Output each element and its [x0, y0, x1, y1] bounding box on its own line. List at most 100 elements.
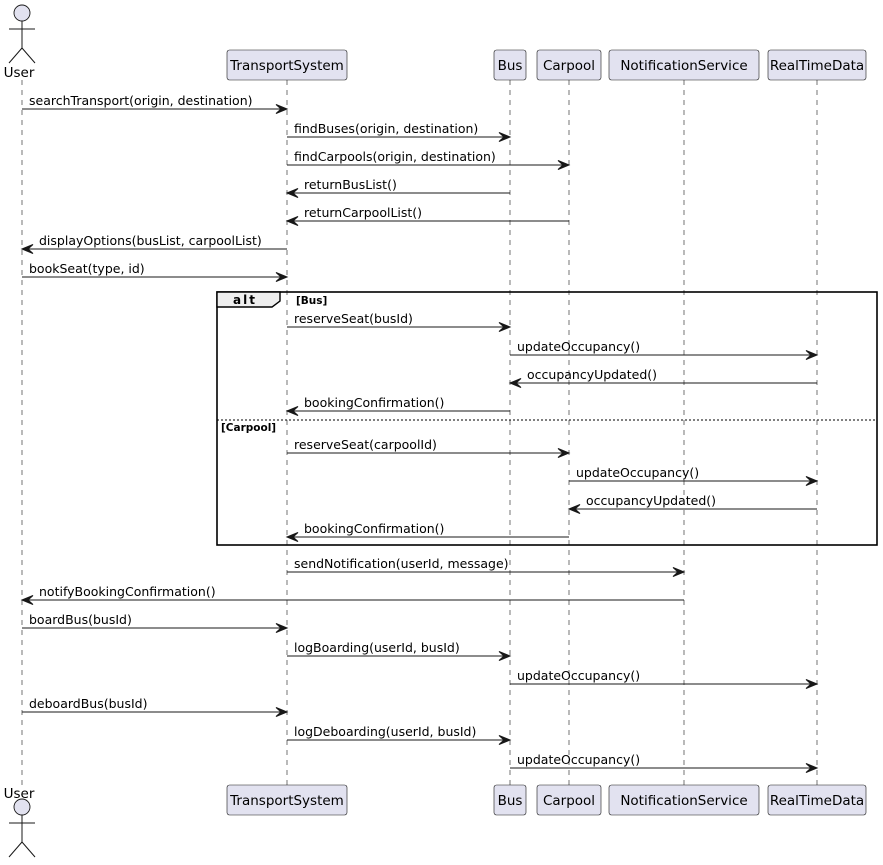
- actor-top: User: [4, 4, 36, 81]
- message-label: occupancyUpdated(): [527, 367, 657, 382]
- lifelines: [21, 80, 818, 785]
- arrowhead-icon: [805, 476, 819, 486]
- participant-label: RealTimeData: [770, 793, 864, 809]
- actor-right-leg-icon: [21, 841, 36, 858]
- participant-box: [493, 49, 527, 81]
- message-returnbuslist: returnBusList(): [285, 177, 510, 198]
- message-displayoptions-buslist-carpoollist: displayOptions(busList, carpoolList): [20, 233, 287, 254]
- message-label: updateOccupancy(): [517, 668, 640, 683]
- arrowhead-icon: [20, 244, 34, 254]
- participant-label: TransportSystem: [229, 793, 344, 809]
- participant-box: [226, 784, 348, 816]
- alt-guard-bus: [Bus]: [296, 295, 327, 307]
- message-label: logDeboarding(userId, busId): [294, 724, 476, 739]
- actor-left-leg-icon: [8, 841, 23, 858]
- arrowhead-icon: [672, 567, 686, 577]
- participant-label: TransportSystem: [229, 58, 344, 74]
- participant-box: [226, 49, 348, 81]
- arrowhead-icon: [498, 735, 512, 745]
- message-reserveseat-busid: reserveSeat(busId): [287, 311, 512, 332]
- arrowhead-icon: [20, 595, 34, 605]
- message-returncarpoollist: returnCarpoolList(): [285, 205, 569, 226]
- participant-label: NotificationService: [620, 58, 747, 74]
- message-findcarpools-origin-destination: findCarpools(origin, destination): [287, 149, 571, 170]
- actor-label-bottom: User: [4, 786, 35, 802]
- message-boardbus-busid: boardBus(busId): [22, 612, 289, 633]
- participant-carpool-top: Carpool: [536, 49, 602, 81]
- message-label: deboardBus(busId): [29, 696, 147, 711]
- participant-carpool-bottom: Carpool: [536, 784, 602, 816]
- message-label: boardBus(busId): [29, 612, 132, 627]
- message-updateoccupancy: updateOccupancy(): [510, 752, 819, 773]
- participant-box: [493, 784, 527, 816]
- arrowhead-icon: [275, 707, 289, 717]
- actor-right-leg-icon: [21, 47, 36, 64]
- message-sendnotification-userid-message: sendNotification(userId, message): [287, 556, 686, 577]
- participant-rtd-top: RealTimeData: [767, 49, 867, 81]
- participant-bus-top: Bus: [493, 49, 527, 81]
- participant-bus-bottom: Bus: [493, 784, 527, 816]
- message-label: updateOccupancy(): [576, 465, 699, 480]
- participant-label: Carpool: [543, 58, 595, 74]
- alt-fragment-frame: [216, 291, 878, 546]
- actor-head-icon: [13, 4, 31, 22]
- actor-bottom: User: [4, 786, 36, 858]
- message-label: occupancyUpdated(): [586, 493, 716, 508]
- arrowhead-icon: [498, 651, 512, 661]
- arrowhead-icon: [805, 763, 819, 773]
- participant-ns-top: NotificationService: [608, 49, 760, 81]
- message-logboarding-userid-busid: logBoarding(userId, busId): [287, 640, 512, 661]
- message-occupancyupdated: occupancyUpdated(): [508, 367, 817, 388]
- participant-ts-top: TransportSystem: [226, 49, 348, 81]
- arrowhead-icon: [805, 679, 819, 689]
- message-label: bookSeat(type, id): [29, 261, 145, 276]
- message-label: sendNotification(userId, message): [294, 556, 509, 571]
- arrowhead-icon: [557, 448, 571, 458]
- message-label: searchTransport(origin, destination): [29, 93, 253, 108]
- participant-box: [608, 49, 760, 81]
- arrowhead-icon: [498, 322, 512, 332]
- participant-rtd-bottom: RealTimeData: [767, 784, 867, 816]
- arrowhead-icon: [275, 272, 289, 282]
- participant-label: Carpool: [543, 793, 595, 809]
- participant-ns-bottom: NotificationService: [608, 784, 760, 816]
- alt-fragment-keyword: alt: [233, 293, 257, 307]
- messages: searchTransport(origin, destination) find…: [20, 93, 819, 773]
- message-label: bookingConfirmation(): [304, 521, 444, 536]
- participant-label: Bus: [498, 793, 523, 809]
- participant-label: Bus: [498, 58, 523, 74]
- arrowhead-icon: [285, 188, 299, 198]
- participant-box: [536, 784, 602, 816]
- arrowhead-icon: [567, 504, 581, 514]
- message-label: findCarpools(origin, destination): [294, 149, 496, 164]
- message-label: updateOccupancy(): [517, 339, 640, 354]
- participant-box: [767, 784, 867, 816]
- message-bookingconfirmation: bookingConfirmation(): [285, 521, 569, 542]
- arrowhead-icon: [557, 160, 571, 170]
- message-reserveseat-carpoolid: reserveSeat(carpoolId): [287, 437, 571, 458]
- message-searchtransport-origin-destination: searchTransport(origin, destination): [22, 93, 289, 114]
- participant-ts-bottom: TransportSystem: [226, 784, 348, 816]
- arrowhead-icon: [285, 216, 299, 226]
- message-label: returnCarpoolList(): [304, 205, 422, 220]
- participant-label: NotificationService: [620, 793, 747, 809]
- participant-box: [767, 49, 867, 81]
- message-updateoccupancy: updateOccupancy(): [569, 465, 819, 486]
- message-label: notifyBookingConfirmation(): [39, 584, 216, 599]
- message-label: logBoarding(userId, busId): [294, 640, 460, 655]
- alt-fragment-tab: [216, 291, 281, 308]
- arrowhead-icon: [805, 350, 819, 360]
- message-label: bookingConfirmation(): [304, 395, 444, 410]
- alt-fragment: alt [Bus] [Carpool]: [216, 291, 878, 546]
- arrowhead-icon: [508, 378, 522, 388]
- actor-left-leg-icon: [8, 47, 23, 64]
- message-bookingconfirmation: bookingConfirmation(): [285, 395, 510, 416]
- alt-guard-carpool: [Carpool]: [221, 422, 276, 434]
- message-findbuses-origin-destination: findBuses(origin, destination): [287, 121, 512, 142]
- actor-label-top: User: [4, 65, 35, 81]
- arrowhead-icon: [498, 132, 512, 142]
- message-notifybookingconfirmation: notifyBookingConfirmation(): [20, 584, 684, 605]
- arrowhead-icon: [275, 623, 289, 633]
- message-occupancyupdated: occupancyUpdated(): [567, 493, 817, 514]
